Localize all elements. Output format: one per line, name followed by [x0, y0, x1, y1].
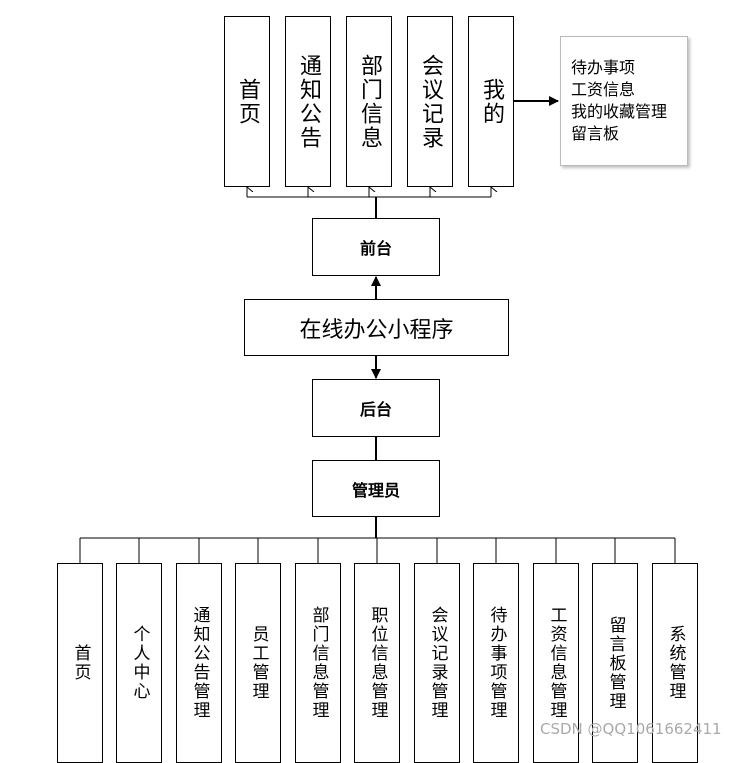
frontend-item-notice: 通知公告 [285, 16, 331, 187]
frontend-label: 前台 [359, 239, 392, 258]
frontend-item-notice-label: 通知公告 [296, 53, 321, 150]
frontend-item-home-label: 首页 [235, 77, 260, 126]
backend-item-system-management: 系统管理 [652, 563, 698, 763]
backend-item-system-management-label: 系统管理 [665, 625, 686, 701]
system-label: 在线办公小程序 [299, 317, 454, 343]
backend-item-personal-center-label: 个人中心 [129, 625, 150, 701]
backend-item-message-board-management-label: 留言板管理 [605, 615, 626, 711]
submenu-item-salary: 工资信息 [571, 80, 636, 99]
frontend-item-department-label: 部门信息 [357, 53, 382, 150]
admin-box: 管理员 [312, 460, 440, 517]
bottom-branches [79, 538, 676, 563]
system-box: 在线办公小程序 [244, 299, 509, 356]
backend-label: 后台 [359, 400, 392, 419]
submenu-item-favorites: 我的收藏管理 [571, 102, 668, 121]
backend-item-home-label: 首页 [70, 644, 91, 682]
backend-item-home: 首页 [57, 563, 103, 763]
backend-item-position-management: 职位信息管理 [354, 563, 400, 763]
admin-label: 管理员 [351, 480, 400, 500]
backend-item-todo-management-label: 待办事项管理 [486, 606, 507, 720]
frontend-item-department: 部门信息 [346, 16, 392, 187]
backend-item-todo-management: 待办事项管理 [473, 563, 519, 763]
backend-item-notice-management: 通知公告管理 [176, 563, 222, 763]
backend-item-notice-management-label: 通知公告管理 [189, 606, 210, 720]
backend-item-meeting-management: 会议记录管理 [414, 563, 460, 763]
backend-item-department-management-label: 部门信息管理 [308, 606, 329, 720]
frontend-item-meeting-label: 会议记录 [418, 53, 443, 150]
backend-item-personal-center: 个人中心 [116, 563, 162, 763]
backend-item-salary-management: 工资信息管理 [533, 563, 579, 763]
frontend-item-meeting: 会议记录 [407, 16, 453, 187]
backend-item-employee-management-label: 员工管理 [248, 625, 269, 701]
frontend-item-home: 首页 [224, 16, 270, 187]
csdn-watermark: CSDN @QQ1061662411 [540, 720, 722, 738]
backend-item-message-board-management: 留言板管理 [592, 563, 638, 763]
submenu-item-message-board: 留言板 [571, 124, 620, 143]
backend-item-employee-management: 员工管理 [235, 563, 281, 763]
submenu-item-todo: 待办事项 [571, 58, 636, 77]
frontend-box: 前台 [312, 218, 440, 276]
my-submenu-panel: 待办事项 工资信息 我的收藏管理 留言板 [560, 36, 688, 166]
frontend-item-mine: 我的 [468, 16, 514, 187]
backend-item-department-management: 部门信息管理 [295, 563, 341, 763]
backend-item-salary-management-label: 工资信息管理 [546, 606, 567, 720]
backend-item-meeting-management-label: 会议记录管理 [427, 606, 448, 720]
backend-item-position-management-label: 职位信息管理 [367, 606, 388, 720]
backend-box: 后台 [312, 379, 440, 437]
frontend-item-mine-label: 我的 [479, 77, 504, 126]
